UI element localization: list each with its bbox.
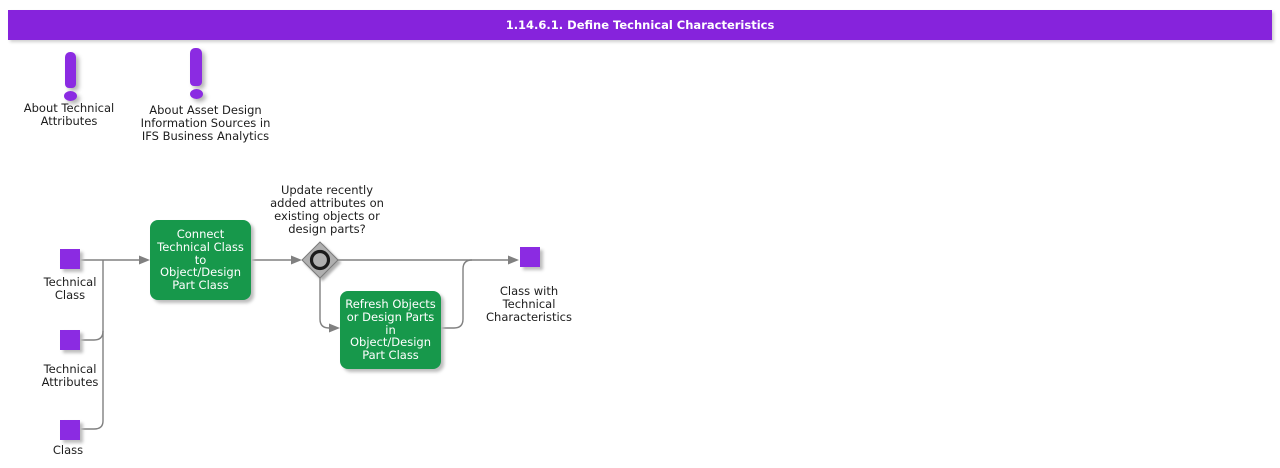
exclamation-dot	[63, 91, 77, 101]
artifact-technical-class[interactable]	[60, 249, 80, 269]
note-label-about-technical-attributes[interactable]: About Technical Attributes	[23, 101, 115, 128]
artifact-label-technical-class: Technical Class	[43, 275, 97, 302]
exclamation-icon[interactable]	[189, 48, 203, 99]
artifact-label-class: Class	[52, 443, 84, 457]
note-label-about-asset-design[interactable]: About Asset Design Information Sources i…	[140, 103, 271, 143]
decision-gateway	[301, 241, 339, 279]
arrowhead	[291, 255, 302, 265]
decision-circle-icon	[309, 249, 331, 271]
artifact-class-with-technical-characteristics[interactable]	[520, 247, 540, 267]
activity-connect-technical-class[interactable]: Connect Technical Class to Object/Design…	[150, 220, 251, 300]
exclamation-bar	[64, 52, 76, 88]
artifact-technical-attributes[interactable]	[60, 330, 80, 350]
exclamation-bar	[190, 48, 202, 86]
exclamation-dot	[189, 89, 203, 99]
arrowhead	[329, 323, 340, 333]
connector-technical-attributes	[80, 330, 104, 341]
exclamation-icon[interactable]	[63, 52, 77, 101]
artifact-class[interactable]	[60, 420, 80, 440]
activity-label: Refresh Objects or Design Parts in Objec…	[345, 297, 436, 363]
connector-decision-to-refresh	[319, 278, 330, 329]
decision-question: Update recently added attributes on exis…	[270, 183, 384, 236]
page-title: 1.14.6.1. Define Technical Characteristi…	[505, 18, 775, 32]
arrowhead	[139, 255, 150, 265]
activity-label: Connect Technical Class to Object/Design…	[157, 227, 244, 293]
title-bar: 1.14.6.1. Define Technical Characteristi…	[8, 10, 1272, 40]
artifact-label-class-with-technical-characteristics: Class with Technical Characteristics	[486, 284, 572, 324]
artifact-label-technical-attributes: Technical Attributes	[41, 362, 99, 389]
arrowhead	[508, 255, 519, 265]
decision-diamond	[301, 241, 339, 279]
activity-refresh-objects[interactable]: Refresh Objects or Design Parts in Objec…	[340, 291, 441, 369]
